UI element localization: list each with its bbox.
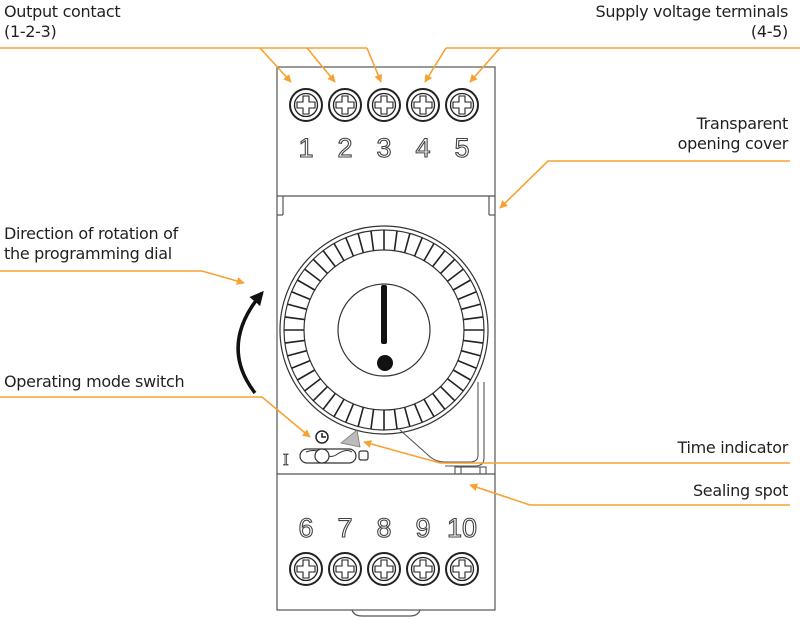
dial-segment[interactable]	[357, 233, 365, 253]
dial-segment[interactable]	[304, 268, 322, 282]
label-supply-voltage-line1: Supply voltage terminals	[595, 2, 789, 21]
dial-segment[interactable]	[296, 369, 316, 381]
label-output-contact: Output contact (1-2-3)	[4, 2, 121, 42]
dial-segment[interactable]	[284, 339, 305, 344]
dial-segment[interactable]	[463, 316, 484, 321]
label-mode-switch: Operating mode switch	[4, 372, 185, 392]
rotation-direction-arrow	[236, 290, 264, 395]
dial-segment[interactable]	[440, 386, 456, 402]
terminal-screw[interactable]	[289, 88, 323, 122]
dial-segment[interactable]	[296, 279, 316, 291]
label-rotation-direction: Direction of rotation of the programming…	[4, 224, 178, 264]
dial-segment[interactable]	[432, 392, 446, 410]
time-indicator	[340, 429, 361, 448]
dial-segment[interactable]	[333, 398, 345, 418]
label-supply-voltage: Supply voltage terminals (4-5)	[595, 2, 789, 42]
dial-segment[interactable]	[393, 230, 398, 251]
dial-segment[interactable]	[457, 359, 477, 370]
label-transparent-cover-line1: Transparent	[696, 114, 789, 133]
terminal-screw[interactable]	[367, 88, 401, 122]
terminal-screw[interactable]	[406, 88, 440, 122]
dial-segment[interactable]	[461, 303, 481, 311]
dial-segment[interactable]	[461, 349, 481, 357]
label-time-indicator-line1: Time indicator	[677, 438, 789, 457]
dial-segment[interactable]	[403, 407, 411, 427]
dial-segment[interactable]	[423, 398, 435, 418]
dial-segment[interactable]	[446, 268, 464, 282]
leader-lines	[0, 47, 800, 506]
dial-segment[interactable]	[446, 378, 464, 392]
dial-segment[interactable]	[312, 386, 328, 402]
dial-segment[interactable]	[287, 349, 307, 357]
terminal-screw[interactable]	[328, 88, 362, 122]
dial-segment[interactable]	[322, 392, 336, 410]
terminal-number: 5	[454, 133, 469, 163]
terminal-number: 2	[337, 133, 352, 163]
dial-segment[interactable]	[333, 242, 345, 262]
label-transparent-cover-line2: opening cover	[677, 134, 789, 153]
terminal-number: 4	[415, 133, 430, 163]
terminal-number: 3	[376, 133, 391, 163]
programming-dial[interactable]	[279, 225, 489, 435]
dial-segment[interactable]	[291, 359, 311, 370]
label-rotation-direction-line2: the programming dial	[4, 244, 172, 263]
dial-pointer-dot	[377, 355, 393, 371]
dial-segment[interactable]	[413, 403, 424, 423]
dial-pointer	[381, 285, 387, 344]
terminal-number: 10	[447, 513, 477, 543]
terminal-number: 7	[337, 513, 352, 543]
terminal-screw[interactable]	[328, 552, 362, 586]
dial-segment[interactable]	[304, 378, 322, 392]
terminal-number: 1	[298, 133, 313, 163]
off-square-icon	[358, 450, 369, 461]
mode-symbol-on: I	[283, 450, 289, 469]
dial-segment[interactable]	[312, 258, 328, 274]
label-output-contact-line1: Output contact	[4, 2, 121, 21]
dial-segment[interactable]	[344, 403, 355, 423]
dial-segment[interactable]	[432, 250, 446, 268]
terminal-number: 6	[298, 513, 313, 543]
dial-segment[interactable]	[452, 279, 472, 291]
dial-segment[interactable]	[403, 233, 411, 253]
dial-segment[interactable]	[287, 303, 307, 311]
dial-segment[interactable]	[370, 230, 375, 251]
terminal-screw[interactable]	[367, 552, 401, 586]
dial-segment[interactable]	[452, 369, 472, 381]
dial-segment[interactable]	[393, 409, 398, 430]
dial-segment[interactable]	[370, 409, 375, 430]
dial-segment[interactable]	[357, 407, 365, 427]
dial-segment[interactable]	[344, 237, 355, 257]
label-mode-switch-line1: Operating mode switch	[4, 372, 185, 391]
operating-mode-switch[interactable]: I	[283, 448, 357, 469]
dial-segment[interactable]	[322, 250, 336, 268]
terminal-number: 8	[376, 513, 391, 543]
label-rotation-direction-line1: Direction of rotation of	[4, 224, 178, 243]
sealing-spot	[454, 466, 487, 475]
dial-segment[interactable]	[457, 290, 477, 301]
label-time-indicator: Time indicator	[677, 438, 789, 458]
label-supply-voltage-line2: (4-5)	[750, 22, 788, 41]
dial-segment[interactable]	[440, 258, 456, 274]
terminal-number: 9	[415, 513, 430, 543]
dial-segment[interactable]	[291, 290, 311, 301]
dial-segment[interactable]	[463, 339, 484, 344]
dial-segment[interactable]	[413, 237, 424, 257]
terminal-screw[interactable]	[445, 552, 479, 586]
terminal-screw[interactable]	[406, 552, 440, 586]
terminal-screw[interactable]	[445, 88, 479, 122]
dial-segment[interactable]	[423, 242, 435, 262]
dial-guide-rail	[399, 382, 485, 467]
dial-segment[interactable]	[284, 316, 305, 321]
label-sealing-spot-line1: Sealing spot	[692, 481, 788, 500]
terminal-screw[interactable]	[289, 552, 323, 586]
label-output-contact-line2: (1-2-3)	[4, 22, 57, 41]
label-transparent-cover: Transparent opening cover	[677, 114, 789, 154]
dial-segments	[284, 230, 484, 430]
clock-icon	[315, 430, 329, 444]
label-sealing-spot: Sealing spot	[693, 481, 788, 501]
